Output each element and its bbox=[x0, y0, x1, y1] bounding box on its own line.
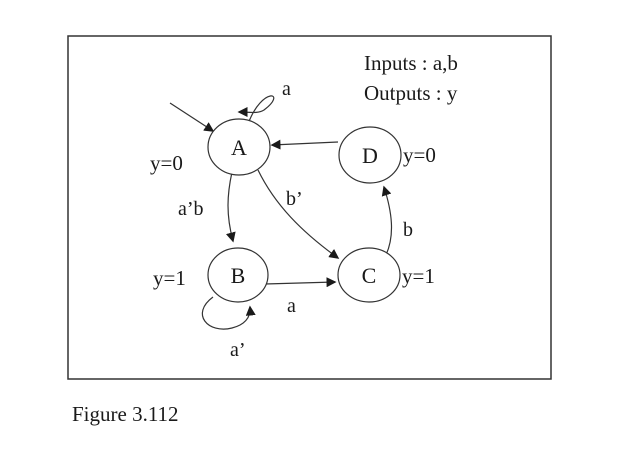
legend-inputs: Inputs : a,b bbox=[364, 51, 458, 75]
state-a-circle bbox=[207, 118, 271, 176]
edge-a-to-c-label: b’ bbox=[286, 188, 303, 210]
start-arrow bbox=[169, 102, 215, 132]
state-c: C bbox=[337, 247, 401, 303]
state-d-circle bbox=[338, 126, 402, 184]
state-c-circle bbox=[337, 247, 401, 303]
state-d-label: D bbox=[362, 143, 378, 168]
edge-b-to-c-label: a bbox=[287, 295, 296, 317]
state-b-output: y=1 bbox=[153, 266, 186, 290]
edge-a-self-loop-label: a bbox=[282, 78, 291, 100]
state-b: B bbox=[207, 247, 269, 303]
edge-a-to-b bbox=[225, 171, 236, 243]
state-c-label: C bbox=[362, 263, 377, 288]
edge-b-self-loop-label: a’ bbox=[230, 339, 246, 361]
state-b-label: B bbox=[231, 263, 246, 288]
edge-a-self-loop bbox=[237, 95, 275, 125]
diagram-frame bbox=[67, 35, 552, 380]
figure-caption: Figure 3.112 bbox=[72, 402, 179, 426]
edge-d-to-a bbox=[270, 139, 339, 150]
state-c-output: y=1 bbox=[402, 264, 435, 288]
state-d-output: y=0 bbox=[403, 143, 436, 167]
legend-outputs: Outputs : y bbox=[364, 81, 458, 105]
edge-b-to-c bbox=[264, 277, 337, 288]
state-d: D bbox=[338, 126, 402, 184]
state-a-label: A bbox=[231, 135, 247, 160]
edge-c-to-d bbox=[381, 185, 393, 256]
state-a: A bbox=[207, 118, 271, 176]
state-a-output: y=0 bbox=[150, 151, 183, 175]
edge-b-self-loop bbox=[201, 296, 256, 330]
edge-c-to-d-label: b bbox=[403, 219, 413, 241]
state-b-circle bbox=[207, 247, 269, 303]
edge-a-to-b-label: a’b bbox=[178, 198, 204, 220]
edge-a-to-c bbox=[257, 169, 340, 259]
